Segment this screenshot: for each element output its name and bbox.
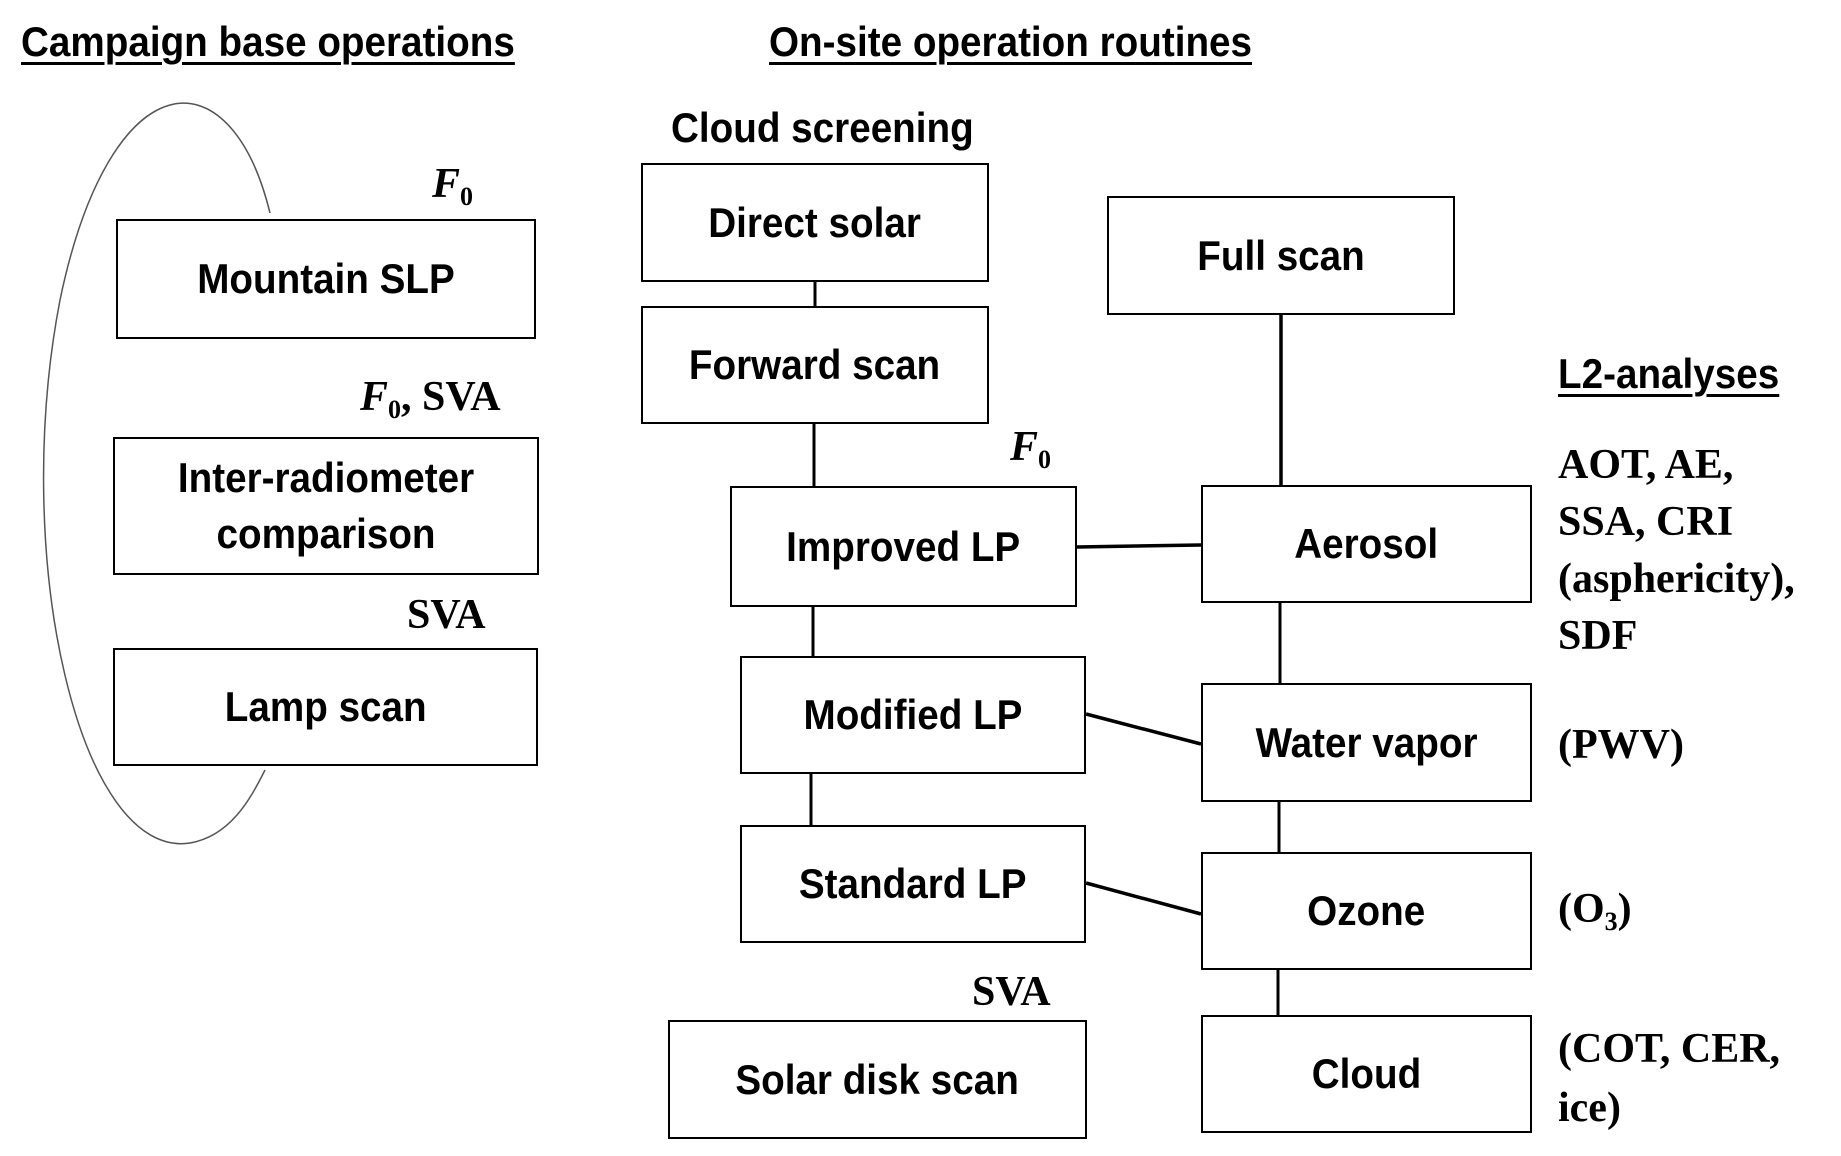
solar-disk-scan-box: Solar disk scan: [668, 1020, 1087, 1139]
inter-radiometer-label-line1: Inter-radiometer: [177, 454, 475, 501]
lamp-scan-label: Lamp scan: [224, 683, 427, 730]
standard-lp-label: Standard LP: [799, 860, 1027, 907]
mountain-slp-label: Mountain SLP: [197, 255, 455, 302]
connector-standard-ozone: [1085, 881, 1202, 916]
connector-improved-aerosol: [1076, 543, 1202, 549]
campaign-loop-arc: [42, 102, 271, 845]
l2-ozone: (O3): [1558, 886, 1632, 936]
improved-lp-annotation: F0: [1010, 424, 1052, 474]
water-vapor-label: Water vapor: [1255, 718, 1478, 766]
l2-aerosol-line1: AOT, AE,: [1558, 442, 1734, 488]
ozone-label: Ozone: [1307, 887, 1426, 934]
mountain-slp-annotation: F0: [432, 161, 474, 211]
water-vapor-box: Water vapor: [1201, 683, 1532, 802]
improved-lp-label: Improved LP: [786, 522, 1021, 570]
forward-scan-box: Forward scan: [641, 306, 989, 424]
inter-radiometer-box: Inter-radiometer comparison: [113, 437, 539, 575]
l2-aerosol-line4: SDF: [1558, 613, 1638, 659]
direct-solar-box: Direct solar: [641, 163, 989, 282]
l2-cloud-line2: ice): [1558, 1085, 1621, 1131]
l2-heading: L2-analyses: [1558, 350, 1780, 397]
l2-aerosol-line2: SSA, CRI: [1558, 499, 1734, 545]
solar-disk-scan-label: Solar disk scan: [735, 1055, 1020, 1103]
l2-water-vapor: (PWV): [1558, 722, 1684, 768]
cloud-label: Cloud: [1311, 1050, 1422, 1097]
aerosol-label: Aerosol: [1294, 520, 1439, 567]
ozone-box: Ozone: [1201, 852, 1532, 970]
full-scan-box: Full scan: [1107, 196, 1455, 315]
direct-solar-label: Direct solar: [708, 198, 922, 246]
lamp-scan-annotation: SVA: [407, 592, 486, 638]
mountain-slp-box: Mountain SLP: [116, 219, 536, 339]
improved-lp-box: Improved LP: [730, 486, 1077, 607]
campaign-heading: Campaign base operations: [21, 18, 515, 65]
inter-radiometer-annotation: F0, SVA: [360, 374, 501, 424]
lamp-scan-box: Lamp scan: [113, 648, 538, 766]
forward-scan-label: Forward scan: [689, 341, 941, 388]
standard-lp-box: Standard LP: [740, 825, 1086, 943]
l2-cloud-line1: (COT, CER,: [1558, 1026, 1781, 1072]
aerosol-box: Aerosol: [1201, 485, 1532, 603]
cloud-box: Cloud: [1201, 1015, 1532, 1133]
full-scan-label: Full scan: [1197, 231, 1365, 279]
solar-disk-annotation: SVA: [972, 969, 1051, 1015]
l2-aerosol-line3: (asphericity),: [1558, 556, 1795, 602]
modified-lp-label: Modified LP: [803, 691, 1023, 738]
modified-lp-box: Modified LP: [740, 656, 1086, 774]
cloud-screening-label: Cloud screening: [671, 104, 974, 151]
inter-radiometer-label-line2: comparison: [216, 510, 436, 557]
onsite-heading: On-site operation routines: [769, 18, 1253, 65]
connector-modified-watervapor: [1085, 712, 1202, 746]
